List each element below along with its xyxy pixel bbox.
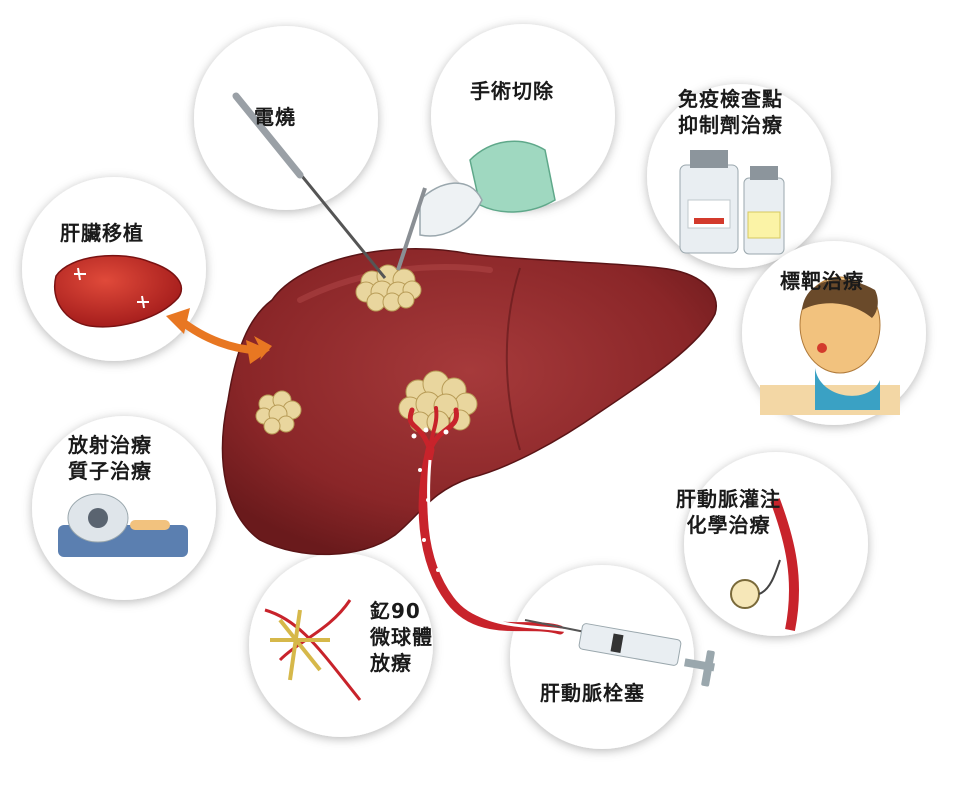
- catheter: [427, 459, 576, 634]
- label-tace: 肝動脈栓塞: [540, 681, 645, 705]
- label-y90-line2: 微球體: [370, 625, 433, 649]
- surgical-hand: [396, 140, 556, 271]
- label-surgical-resection: 手術切除: [470, 79, 554, 103]
- label-radiation-line1: 放射治療: [68, 433, 152, 457]
- radiation-machine: [58, 493, 188, 557]
- medicine-vials: [679, 150, 785, 255]
- label-radiation-line2: 質子治療: [68, 459, 152, 483]
- label-immunotherapy-line1: 免疫檢查點: [678, 87, 783, 111]
- transplant-arrow: [166, 308, 272, 364]
- circle-hai-chemo: [684, 452, 868, 636]
- label-immunotherapy-line2: 抑制劑治療: [678, 113, 783, 137]
- label-liver-transplant: 肝臟移植: [60, 221, 144, 245]
- label-hai-chemo-line1: 肝動脈灌注: [676, 487, 781, 511]
- label-immunotherapy: 免疫檢查點 抑制劑治療: [678, 86, 783, 138]
- label-y90: 釔90 微球體 放療: [370, 598, 433, 676]
- circle-y90: [249, 553, 433, 737]
- electrocautery-probe: [232, 92, 387, 279]
- tumor-top: [355, 264, 422, 312]
- label-y90-line3: 放療: [370, 651, 412, 675]
- tumor-left: [255, 390, 302, 435]
- label-hai-chemo: 肝動脈灌注 化學治療: [676, 486, 781, 538]
- label-hai-chemo-line2: 化學治療: [686, 513, 771, 537]
- label-radiation: 放射治療 質子治療: [68, 432, 152, 484]
- microspheres: [411, 427, 458, 598]
- label-y90-line1: 釔90: [370, 599, 421, 623]
- y90-vessels: [264, 599, 362, 701]
- circle-tace: [510, 565, 694, 749]
- patient-taking-pill: [760, 276, 900, 415]
- label-electrocautery: 電燒: [254, 105, 296, 129]
- donor-liver: [54, 254, 183, 328]
- liver-lobe-line: [505, 267, 521, 451]
- hai-pump: [730, 498, 799, 631]
- circle-electrocautery: [194, 26, 378, 210]
- label-targeted-therapy: 標靶治療: [780, 269, 864, 293]
- liver-illustration: [221, 248, 717, 635]
- syringe: [524, 619, 715, 687]
